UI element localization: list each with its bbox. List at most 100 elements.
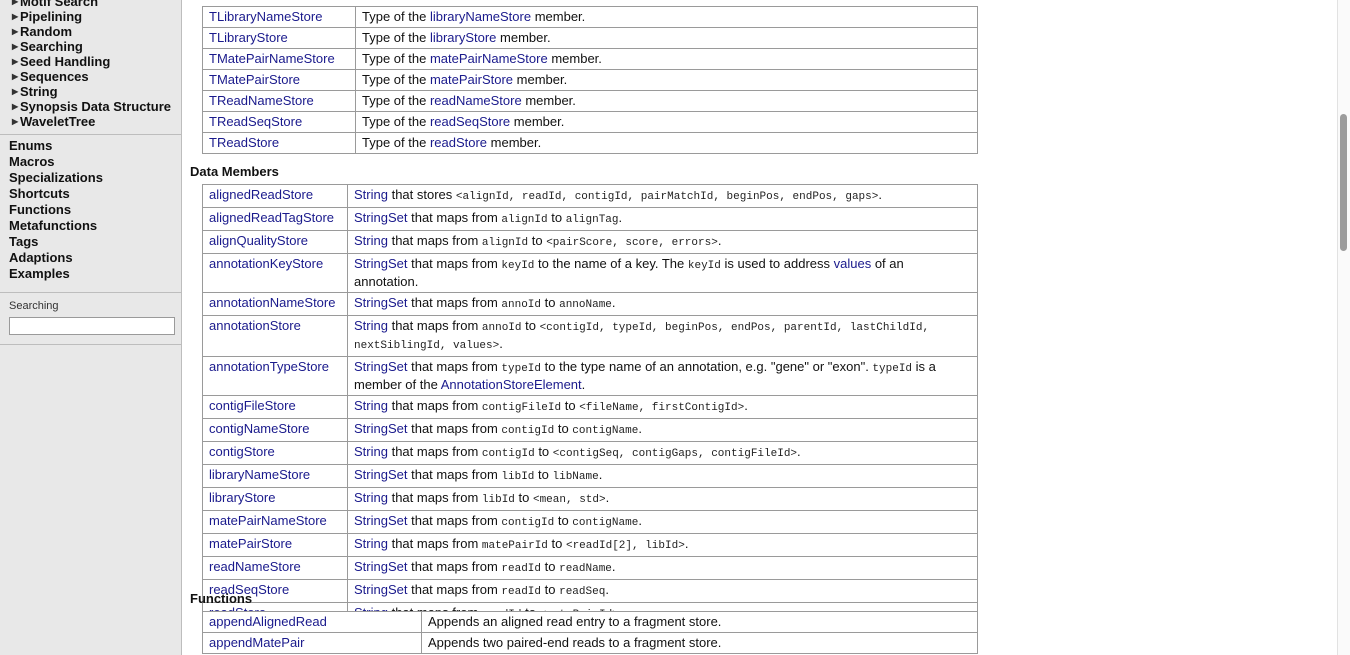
search-input[interactable] — [9, 317, 175, 335]
tree-item[interactable]: ▶Synopsis Data Structure — [0, 99, 181, 114]
category-link[interactable]: Tags — [9, 234, 39, 249]
member-link[interactable]: libraryStore — [429, 30, 497, 45]
type-link[interactable]: String — [354, 233, 388, 248]
type-link[interactable]: StringSet — [354, 295, 408, 310]
tree-item-label: Synopsis Data Structure — [20, 99, 171, 114]
tree-item[interactable]: ▶Motif Search — [0, 0, 181, 9]
member-desc-cell: String that stores <alignId, readId, con… — [347, 184, 978, 208]
tree-item[interactable]: ▶Sequences — [0, 69, 181, 84]
type-link[interactable]: String — [354, 398, 388, 413]
type-link[interactable]: String — [354, 187, 388, 202]
member-link[interactable]: contigStore — [209, 444, 275, 459]
reference-link[interactable]: AnnotationStoreElement — [440, 377, 582, 392]
member-desc-cell: StringSet that maps from libId to libNam… — [347, 464, 978, 488]
member-link[interactable]: annotationStore — [209, 318, 301, 333]
tree-item[interactable]: ▶Searching — [0, 39, 181, 54]
code-text: contigId — [481, 448, 535, 460]
member-link[interactable]: matePairStore — [209, 536, 293, 551]
data-members-table: alignedReadStore String that stores <alig… — [202, 184, 978, 626]
tree-item[interactable]: ▶Seed Handling — [0, 54, 181, 69]
member-link[interactable]: annotationTypeStore — [209, 359, 329, 374]
member-link[interactable]: readStore — [429, 135, 488, 150]
search-label: Searching — [9, 300, 59, 312]
desc-text: . — [744, 398, 748, 413]
typedef-link[interactable]: TLibraryStore — [209, 30, 288, 45]
type-link[interactable]: StringSet — [354, 559, 408, 574]
typedef-link[interactable]: TReadStore — [209, 135, 280, 150]
expand-arrow-icon[interactable]: ▶ — [12, 87, 19, 96]
tree-item[interactable]: ▶WaveletTree — [0, 114, 181, 129]
type-link[interactable]: String — [354, 444, 388, 459]
type-link[interactable]: StringSet — [354, 513, 408, 528]
desc-text: to — [514, 490, 533, 505]
typedef-link[interactable]: TReadNameStore — [209, 93, 314, 108]
type-link[interactable]: String — [354, 490, 388, 505]
typedef-desc-cell: Type of the readNameStore member. — [355, 90, 978, 112]
function-link[interactable]: appendAlignedRead — [209, 614, 327, 629]
desc-text: member. — [510, 114, 565, 129]
type-link[interactable]: String — [354, 318, 388, 333]
tree-item-label: WaveletTree — [20, 114, 96, 129]
desc-text: to the name of a key. The — [534, 256, 688, 271]
member-link[interactable]: contigNameStore — [209, 421, 310, 436]
member-link[interactable]: annotationKeyStore — [209, 256, 324, 271]
tree-item[interactable]: ▶Random — [0, 24, 181, 39]
function-link[interactable]: appendMatePair — [209, 635, 305, 650]
category-link[interactable]: Specializations — [9, 170, 103, 185]
member-link[interactable]: matePairStore — [429, 72, 514, 87]
expand-arrow-icon[interactable]: ▶ — [12, 27, 19, 36]
category-link[interactable]: Adaptions — [9, 250, 73, 265]
member-link[interactable]: readSeqStore — [429, 114, 511, 129]
expand-arrow-icon[interactable]: ▶ — [12, 12, 19, 21]
category-link[interactable]: Metafunctions — [9, 218, 98, 233]
type-link[interactable]: StringSet — [354, 421, 408, 436]
member-link[interactable]: annotationNameStore — [209, 295, 336, 310]
tree-item[interactable]: ▶Pipelining — [0, 9, 181, 24]
member-link[interactable]: libraryNameStore — [209, 467, 311, 482]
desc-text: that maps from — [387, 444, 482, 459]
type-link[interactable]: String — [354, 536, 388, 551]
typedef-link[interactable]: TLibraryNameStore — [209, 9, 323, 24]
tree-item[interactable]: ▶String — [0, 84, 181, 99]
member-name-cell: contigStore — [202, 441, 348, 465]
category-link[interactable]: Examples — [9, 266, 70, 281]
category-link[interactable]: Macros — [9, 154, 55, 169]
member-link[interactable]: libraryNameStore — [429, 9, 532, 24]
typedef-link[interactable]: TReadSeqStore — [209, 114, 303, 129]
member-link[interactable]: readNameStore — [209, 559, 301, 574]
desc-text: . — [797, 444, 801, 459]
member-link[interactable]: alignQualityStore — [209, 233, 308, 248]
member-link[interactable]: alignedReadStore — [209, 187, 314, 202]
member-link[interactable]: matePairNameStore — [429, 51, 548, 66]
code-text: <mean, std> — [532, 494, 606, 506]
member-link[interactable]: readSeqStore — [209, 582, 290, 597]
desc-text: that maps from — [407, 467, 502, 482]
typedef-link[interactable]: TMatePairStore — [209, 72, 301, 87]
desc-text: member. — [531, 9, 586, 24]
category-link[interactable]: Enums — [9, 138, 53, 153]
expand-arrow-icon[interactable]: ▶ — [12, 102, 19, 111]
type-link[interactable]: StringSet — [354, 467, 408, 482]
desc-text: . — [605, 490, 610, 505]
member-link[interactable]: contigFileStore — [209, 398, 296, 413]
member-link[interactable]: readNameStore — [429, 93, 522, 108]
scrollbar-thumb[interactable] — [1340, 114, 1347, 251]
expand-arrow-icon[interactable]: ▶ — [12, 0, 19, 6]
expand-arrow-icon[interactable]: ▶ — [12, 117, 19, 126]
category-link[interactable]: Functions — [9, 202, 72, 217]
expand-arrow-icon[interactable]: ▶ — [12, 42, 19, 51]
member-link[interactable]: matePairNameStore — [209, 513, 327, 528]
member-link[interactable]: libraryStore — [209, 490, 276, 505]
expand-arrow-icon[interactable]: ▶ — [12, 72, 19, 81]
type-link[interactable]: StringSet — [354, 256, 408, 271]
member-link[interactable]: alignedReadTagStore — [209, 210, 335, 225]
module-tree: ▶Motif Search▶Pipelining▶Random▶Searchin… — [0, 0, 181, 129]
vertical-scrollbar[interactable] — [1337, 0, 1350, 655]
reference-link[interactable]: values — [833, 256, 872, 271]
typedef-link[interactable]: TMatePairNameStore — [209, 51, 335, 66]
category-link[interactable]: Shortcuts — [9, 186, 70, 201]
type-link[interactable]: StringSet — [354, 582, 408, 597]
expand-arrow-icon[interactable]: ▶ — [12, 57, 19, 66]
type-link[interactable]: StringSet — [354, 210, 408, 225]
type-link[interactable]: StringSet — [354, 359, 408, 374]
